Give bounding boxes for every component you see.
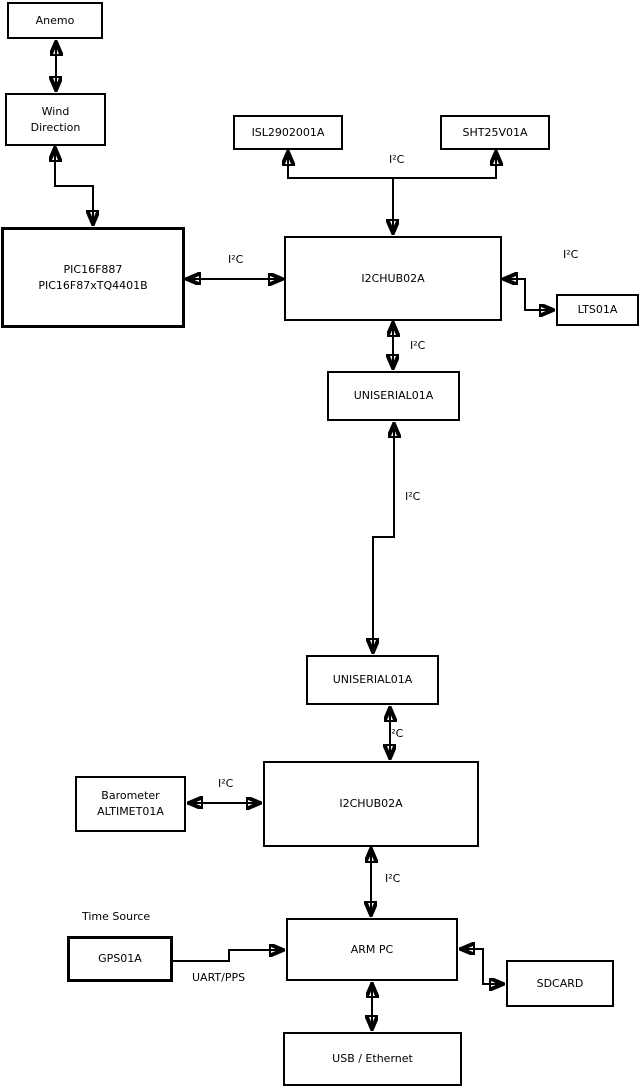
node-barometer-label-line2: ALTIMET01A bbox=[97, 805, 164, 818]
node-uniserial01a-2-label: UNISERIAL01A bbox=[332, 673, 413, 686]
node-lts01a-label: LTS01A bbox=[577, 303, 618, 316]
node-sdcard-label: SDCARD bbox=[536, 976, 584, 990]
edge-label-i2c-sensor-bus: I²C bbox=[389, 153, 405, 166]
node-anemo: Anemo bbox=[7, 2, 103, 39]
node-anemo-label: Anemo bbox=[35, 13, 75, 27]
node-pic16f887-label-line2: PIC16F87xTQ4401B bbox=[38, 278, 148, 292]
node-barometer-altimet01a: Barometer ALTIMET01A bbox=[75, 776, 186, 832]
node-wind-direction-label-line1: Wind bbox=[41, 104, 70, 118]
connector-armpc-sdcard bbox=[461, 949, 503, 984]
node-uniserial01a-2: UNISERIAL01A bbox=[306, 655, 439, 705]
node-pic16f887-label-line1: PIC16F887 bbox=[63, 262, 123, 276]
node-usb-ethernet-label: USB / Ethernet bbox=[332, 1052, 413, 1065]
node-gps01a: GPS01A bbox=[67, 936, 173, 982]
edge-label-i2c-long-link: I²C bbox=[405, 490, 421, 503]
node-gps01a-label: GPS01A bbox=[98, 952, 142, 965]
node-isl2902001a-label: ISL2902001A bbox=[251, 125, 325, 139]
connector-gps-armpc bbox=[173, 950, 283, 962]
node-wind-direction: Wind Direction bbox=[5, 93, 106, 146]
node-i2chub02a-1-label: I2CHUB02A bbox=[361, 271, 425, 285]
node-sdcard: SDCARD bbox=[506, 960, 614, 1007]
node-uniserial01a-1-label: UNISERIAL01A bbox=[353, 389, 434, 402]
annotation-time-source: Time Source bbox=[82, 910, 151, 923]
node-i2chub02a-2-label: I2CHUB02A bbox=[339, 797, 403, 810]
edge-label-i2c-hub1-uniserial1: I²C bbox=[410, 339, 426, 352]
edge-label-i2c-hub1-lts: I²C bbox=[563, 248, 579, 261]
node-barometer-label-line1: Barometer bbox=[101, 789, 160, 802]
node-wind-direction-label-line2: Direction bbox=[30, 120, 81, 134]
node-sht25v01a: SHT25V01A bbox=[440, 115, 550, 150]
node-usb-ethernet: USB / Ethernet bbox=[283, 1032, 462, 1086]
edge-label-uart-pps: UART/PPS bbox=[192, 971, 246, 984]
node-arm-pc-label: ARM PC bbox=[350, 942, 394, 956]
node-arm-pc: ARM PC bbox=[286, 918, 458, 981]
node-uniserial01a-1: UNISERIAL01A bbox=[327, 371, 460, 421]
node-pic16f887: PIC16F887 PIC16F87xTQ4401B bbox=[1, 227, 185, 328]
edge-label-i2c-pic-hub1: I²C bbox=[228, 253, 244, 266]
edge-label-i2c-uniserial2-hub2: I²C bbox=[388, 727, 404, 740]
node-lts01a: LTS01A bbox=[556, 294, 639, 326]
connector-hub1-lts bbox=[504, 279, 553, 310]
connector-wind-pic bbox=[55, 148, 93, 224]
node-isl2902001a: ISL2902001A bbox=[233, 115, 343, 150]
node-sht25v01a-label: SHT25V01A bbox=[462, 125, 528, 139]
node-i2chub02a-2: I2CHUB02A bbox=[263, 761, 479, 847]
connector-uniserial1-uniserial2 bbox=[373, 424, 394, 652]
node-i2chub02a-1: I2CHUB02A bbox=[284, 236, 502, 321]
edge-label-i2c-hub2-armpc: I²C bbox=[385, 872, 401, 885]
edge-label-i2c-barometer-hub2: I²C bbox=[218, 777, 234, 790]
